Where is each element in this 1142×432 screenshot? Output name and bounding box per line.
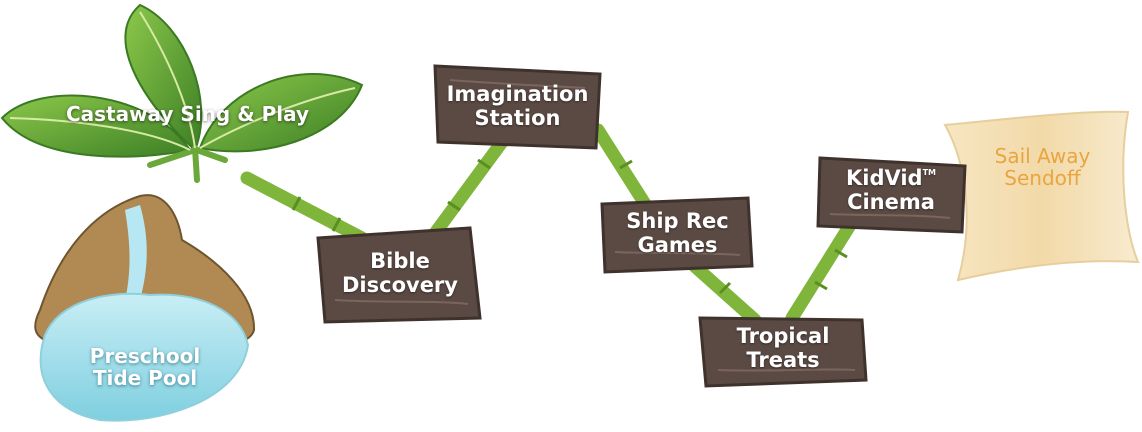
bamboo-connectors (240, 123, 859, 327)
station-tropical-treats: Tropical Treats (708, 324, 858, 372)
label-tide-pool-2: Tide Pool (92, 366, 198, 391)
label-kidvid-2: Cinema (847, 189, 935, 214)
sign-kidvid (816, 156, 967, 234)
station-bible-discovery: Bible Discovery (325, 249, 475, 297)
station-ship-rec-games: Ship Rec Games (605, 209, 750, 257)
station-castaway-sing-play: Castaway Sing & Play (55, 102, 320, 126)
label-imagination-2: Station (474, 105, 561, 130)
station-imagination-station: Imagination Station (440, 82, 595, 130)
kidvid-text: KidVid (845, 166, 923, 190)
label-bible-1: Bible (370, 249, 430, 273)
station-sail-away-sendoff: Sail Away Sendoff (965, 145, 1120, 190)
bamboo-nodes (291, 158, 848, 295)
sign-bible (316, 226, 482, 324)
label-rec-2: Games (637, 232, 718, 257)
label-sendoff-2: Sendoff (1004, 166, 1081, 191)
label-rec-1: Ship Rec (626, 209, 729, 233)
label-kidvid-1: KidVidTM (820, 166, 962, 191)
leaf-cluster-icon (0, 3, 364, 183)
label-tide-pool-1: Preschool (89, 344, 201, 368)
station-preschool-tide-pool: Preschool Tide Pool (60, 345, 230, 390)
tide-pool-icon (34, 194, 256, 422)
label-bible-2: Discovery (342, 272, 458, 297)
label-imagination-1: Imagination (446, 82, 589, 106)
wood-grain (334, 79, 951, 372)
label-treats-1: Tropical (736, 324, 830, 348)
bamboo-bible-imagination (423, 131, 512, 247)
bamboo-start (240, 171, 369, 245)
label-sing-play: Castaway Sing & Play (65, 102, 310, 126)
label-treats-2: Treats (746, 347, 820, 372)
station-kidvid-cinema: KidVidTM Cinema (820, 166, 962, 214)
sail-icon (943, 110, 1140, 282)
trademark-mark: TM (922, 168, 937, 177)
label-sendoff-1: Sail Away (994, 144, 1091, 168)
bamboo-treats-kidvid (785, 215, 859, 325)
